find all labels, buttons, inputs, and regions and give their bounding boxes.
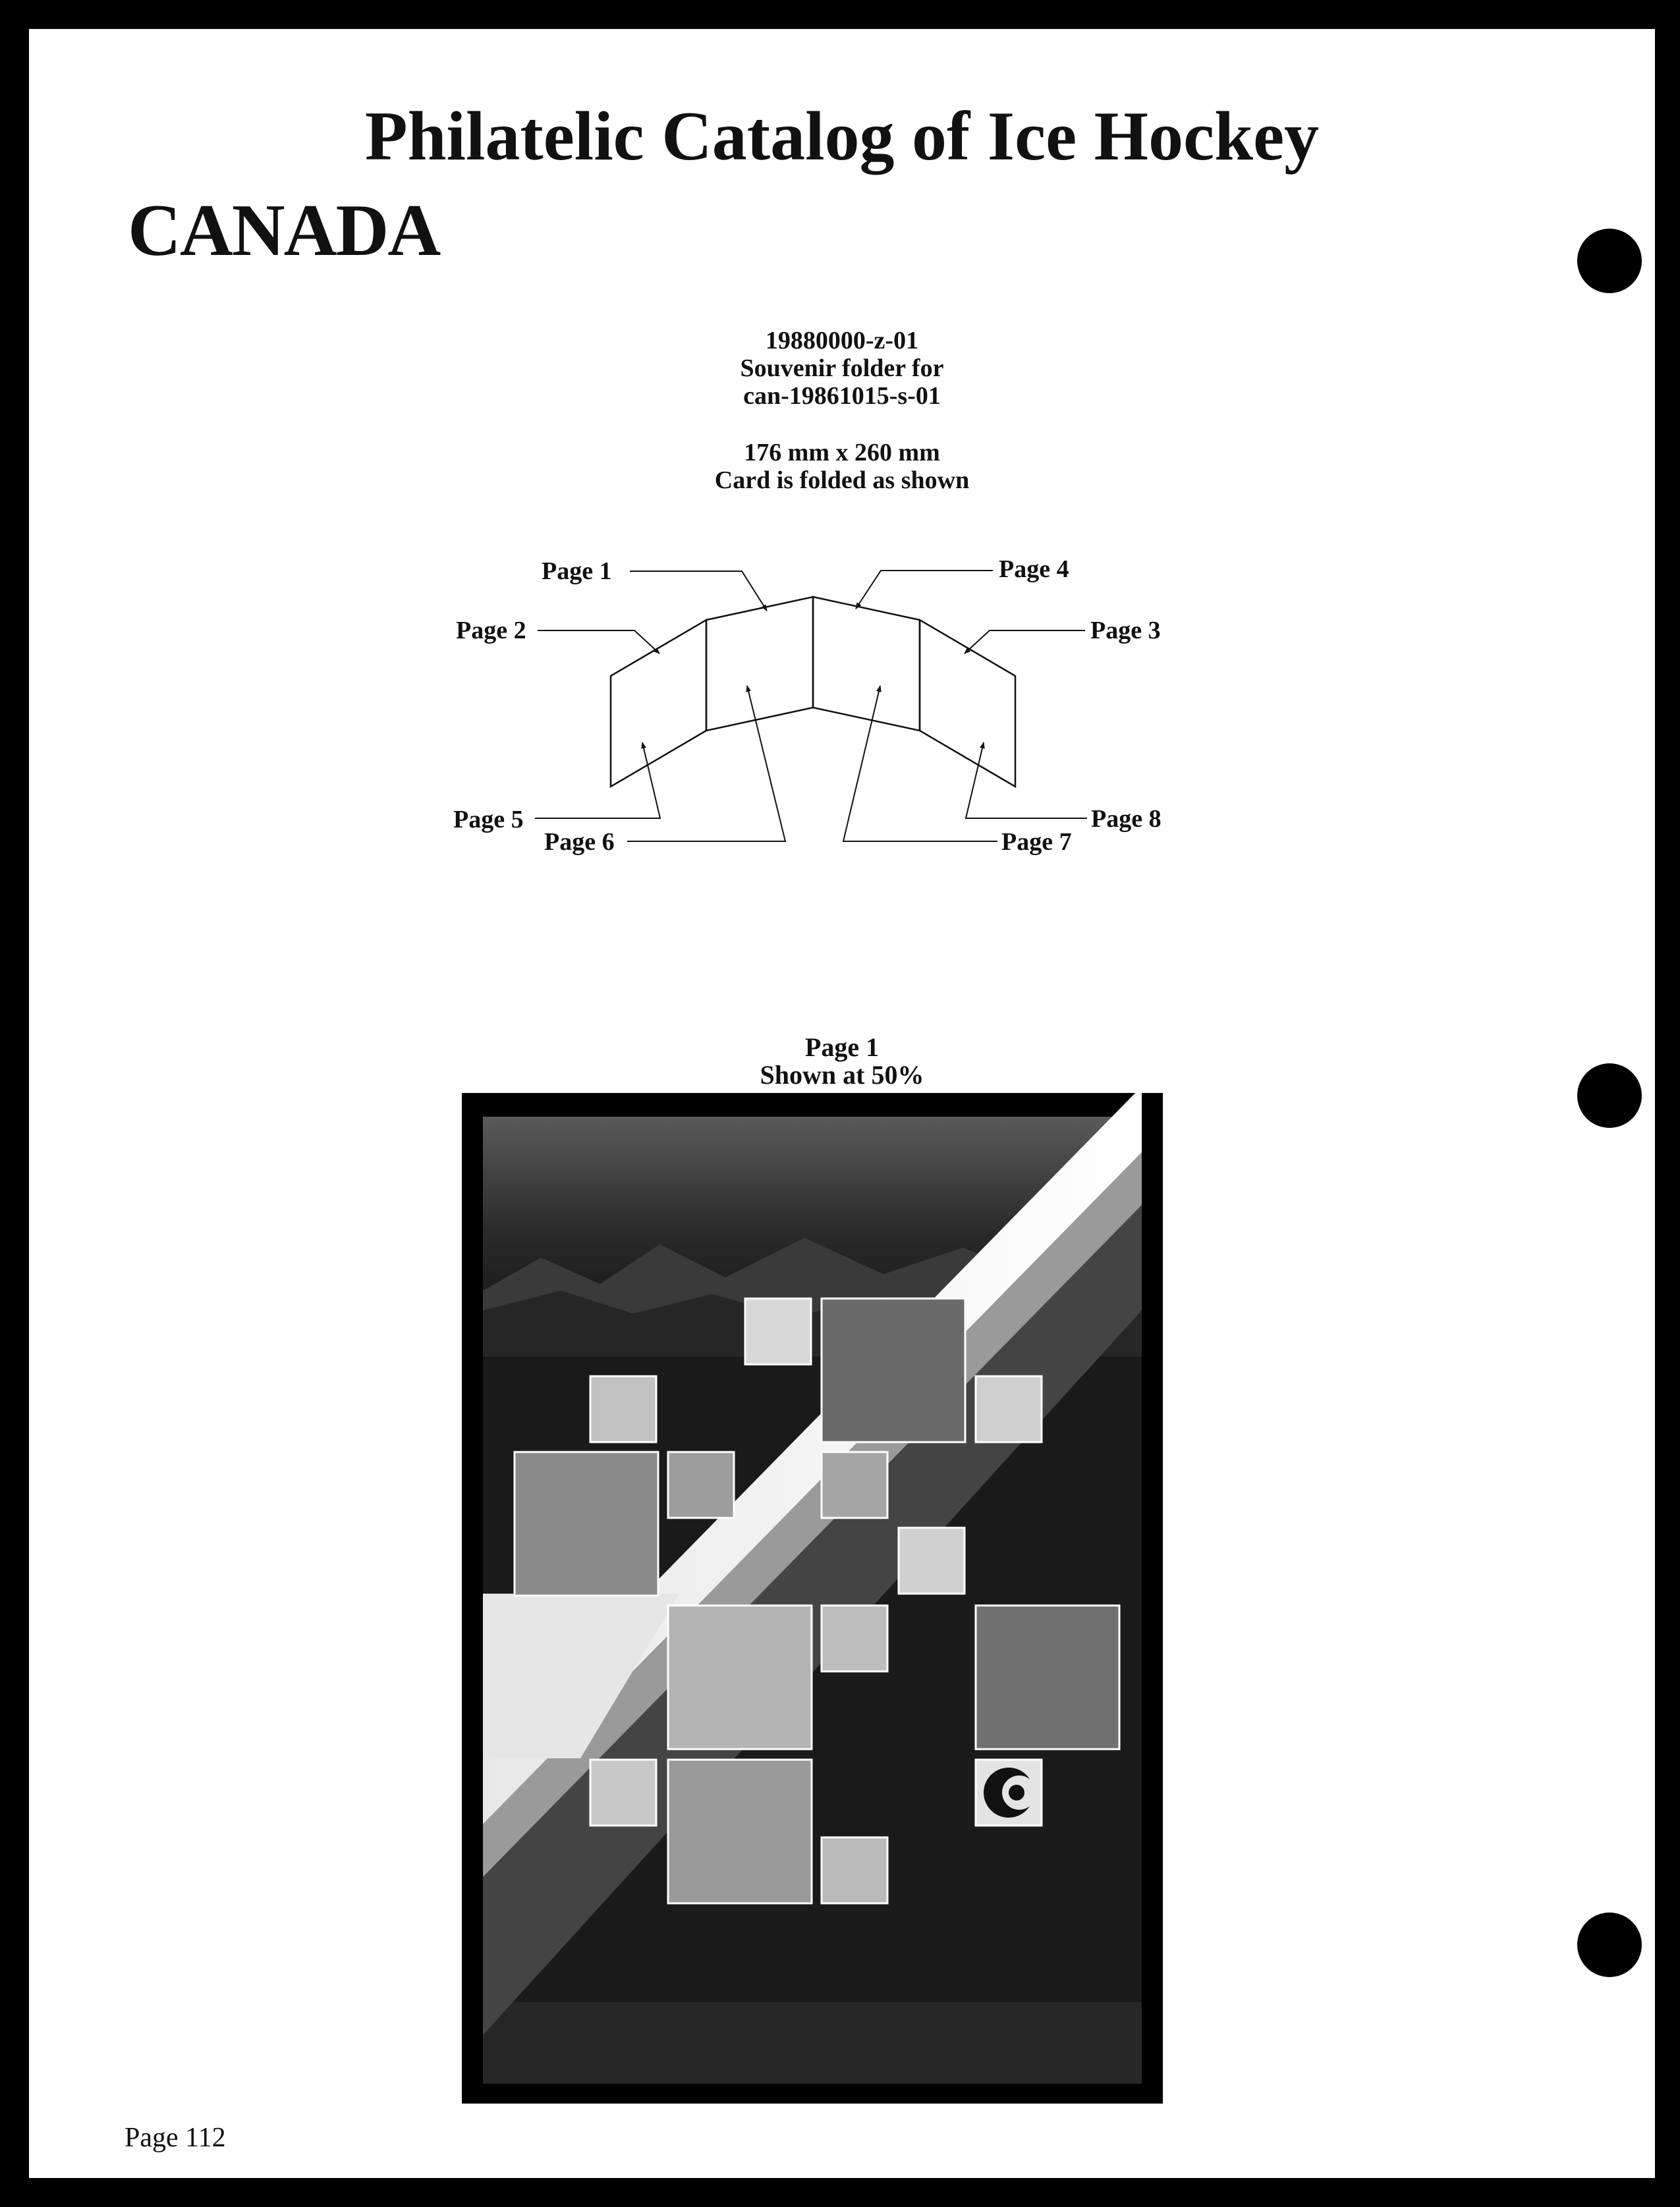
panel-left-inner <box>705 596 814 732</box>
label-page-2: Page 2 <box>456 617 526 644</box>
label-page-1: Page 1 <box>542 557 612 585</box>
label-page-7: Page 7 <box>1001 828 1072 856</box>
leader-page-4 <box>855 570 993 609</box>
fold-diagram: Page 1 Page 2 Page 3 Page 4 Page 5 Page … <box>453 555 1162 856</box>
panel-left-outer <box>609 618 708 789</box>
panel-right-inner <box>812 596 921 732</box>
photo-cross-country <box>667 1451 735 1519</box>
photo-ski-jump <box>589 1375 658 1443</box>
folder-artwork <box>483 1086 1142 2084</box>
label-page-5: Page 5 <box>453 806 524 833</box>
photo-luge <box>897 1526 966 1595</box>
water-reflection <box>483 2002 1142 2084</box>
item-dimensions: 176 mm x 260 mm <box>744 439 940 466</box>
photo-figure-skater <box>744 1297 812 1366</box>
fold-note: Card is folded as shown <box>714 466 970 494</box>
leader-page-3 <box>964 630 1085 654</box>
photo-speed-skaters <box>820 1451 889 1519</box>
binder-hole <box>1577 1913 1642 1977</box>
country-heading: CANADA <box>128 190 441 271</box>
binder-hole <box>1577 229 1642 293</box>
image-caption: Page 1 Shown at 50% <box>29 1034 1655 1089</box>
label-page-6: Page 6 <box>544 828 615 856</box>
photo-short-track <box>589 1758 658 1827</box>
item-reference: can-19861015-s-01 <box>743 382 941 410</box>
souvenir-folder-image <box>462 1086 1163 2104</box>
caption-scale: Shown at 50% <box>760 1060 924 1090</box>
catalog-page: Philatelic Catalog of Ice Hockey CANADA … <box>29 29 1655 2178</box>
binder-hole <box>1577 1063 1642 1128</box>
item-id: 19880000-z-01 <box>765 327 919 354</box>
snow-slope <box>483 1594 679 1758</box>
label-page-4: Page 4 <box>999 555 1069 583</box>
panel-right-outer <box>918 618 1017 789</box>
folded-card-outline <box>609 596 1017 789</box>
photo-slalom <box>820 1836 889 1905</box>
item-info-block: 19880000-z-01 Souvenir folder for can-19… <box>29 327 1655 410</box>
item-description: Souvenir folder for <box>740 354 944 382</box>
caption-page: Page 1 <box>804 1032 880 1062</box>
photo-curling <box>820 1604 889 1673</box>
sport-photo-tiles <box>513 1297 1121 1905</box>
page-number: Page 112 <box>125 2123 226 2153</box>
leader-page-1 <box>630 571 768 611</box>
leader-page-2 <box>538 630 660 654</box>
photo-alpine-ski <box>513 1451 659 1597</box>
leader-page-6 <box>627 685 787 842</box>
leader-page-7 <box>842 685 997 842</box>
label-page-8: Page 8 <box>1091 805 1162 833</box>
leader-page-8 <box>965 742 1087 819</box>
item-size-block: 176 mm x 260 mm Card is folded as shown <box>29 439 1655 494</box>
diagonal-stripe-grey <box>483 1152 1142 1877</box>
photo-ice-hockey <box>667 1604 813 1750</box>
photo-bobsleigh <box>667 1758 813 1905</box>
catalog-title: Philatelic Catalog of Ice Hockey <box>364 98 1320 175</box>
leader-page-5 <box>535 742 661 819</box>
photo-biathlon <box>820 1297 966 1443</box>
olympic-logo-icon <box>984 1768 1036 1818</box>
photo-long-track <box>974 1604 1121 1750</box>
photo-hockey-goalie <box>974 1375 1043 1443</box>
leader-lines <box>535 570 1087 842</box>
label-page-3: Page 3 <box>1090 617 1161 644</box>
